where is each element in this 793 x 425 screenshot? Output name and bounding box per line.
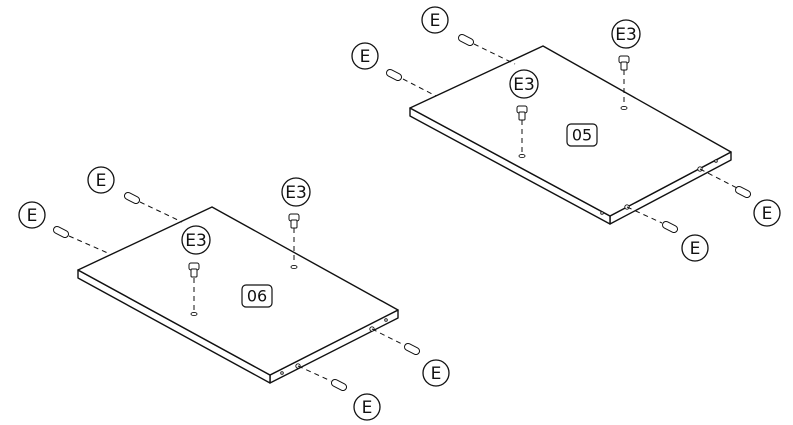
- panel-06-face-hole: [290, 264, 298, 270]
- panel-05: 05: [409, 45, 732, 225]
- panel-05-label-box: [566, 123, 598, 147]
- panel-05-cam-bolts: [516, 55, 630, 121]
- panel-05-edge-hole: [600, 211, 604, 215]
- leader-line: [473, 43, 516, 65]
- panel-05-face-hole: [620, 105, 628, 111]
- panel-05-dowels: [385, 33, 752, 234]
- panel-06-leaders: [68, 201, 405, 382]
- svg-text:E: E: [362, 398, 373, 418]
- panel-06-edge-hole: [384, 318, 388, 322]
- panel-05-leaders: [402, 43, 738, 224]
- dowel-icon: [385, 68, 403, 82]
- panel-05-label: 05: [572, 126, 592, 145]
- dowel-icon: [123, 191, 141, 205]
- panel-06: 06: [77, 206, 399, 384]
- panel-05-edge-hole: [714, 159, 718, 163]
- panel-06-dowels: [52, 191, 421, 392]
- cam-bolt-icon: [288, 213, 300, 229]
- dowel-icon: [661, 220, 679, 234]
- svg-text:E: E: [27, 206, 38, 226]
- callout-e3: E3: [281, 177, 311, 207]
- callout-e: E: [351, 42, 379, 70]
- dowel-icon: [457, 33, 475, 47]
- svg-text:E3: E3: [285, 183, 307, 203]
- svg-text:E: E: [431, 364, 442, 384]
- panel-05-face-hole: [518, 153, 526, 159]
- cam-bolt-icon: [188, 262, 200, 278]
- panel-06-edge-hole: [280, 371, 284, 375]
- callout-e3: E3: [611, 19, 641, 49]
- svg-text:E3: E3: [185, 231, 207, 251]
- leader-line: [371, 328, 405, 346]
- panel-06-label-box: [241, 284, 273, 308]
- svg-text:E3: E3: [513, 75, 535, 95]
- callout-e: E: [422, 359, 450, 387]
- svg-text:E: E: [690, 239, 701, 259]
- callout-e3: E3: [509, 69, 539, 99]
- svg-text:E: E: [430, 11, 441, 31]
- panel-06-callouts: E E E3 E3 E E: [18, 166, 450, 421]
- leader-line: [297, 365, 332, 382]
- callout-e: E: [18, 201, 46, 229]
- panel-06-cam-bolts: [188, 213, 300, 278]
- leader-line: [139, 201, 183, 223]
- leader-line: [68, 235, 111, 255]
- callout-e: E: [87, 166, 115, 194]
- callout-e: E: [753, 199, 781, 227]
- dowel-icon: [52, 225, 70, 239]
- dowel-icon: [403, 342, 421, 356]
- leader-line: [699, 168, 738, 189]
- panel-06-face-hole: [190, 311, 198, 317]
- dowel-icon: [734, 185, 752, 199]
- panel-05-callouts: E E E3 E3 E E: [351, 6, 781, 262]
- panel-06-top-face: [77, 206, 399, 376]
- svg-text:E: E: [360, 47, 371, 67]
- svg-text:E3: E3: [615, 25, 637, 45]
- callout-e: E: [421, 6, 449, 34]
- callout-e: E: [681, 234, 709, 262]
- svg-text:E: E: [96, 171, 107, 191]
- cam-bolt-icon: [618, 55, 630, 71]
- callout-e3: E3: [181, 225, 211, 255]
- callout-e: E: [353, 393, 381, 421]
- cam-bolt-icon: [516, 105, 528, 121]
- dowel-icon: [330, 378, 348, 392]
- leader-line: [626, 206, 663, 224]
- leader-line: [402, 78, 437, 97]
- svg-text:E: E: [762, 204, 773, 224]
- panel-06-label: 06: [247, 287, 267, 306]
